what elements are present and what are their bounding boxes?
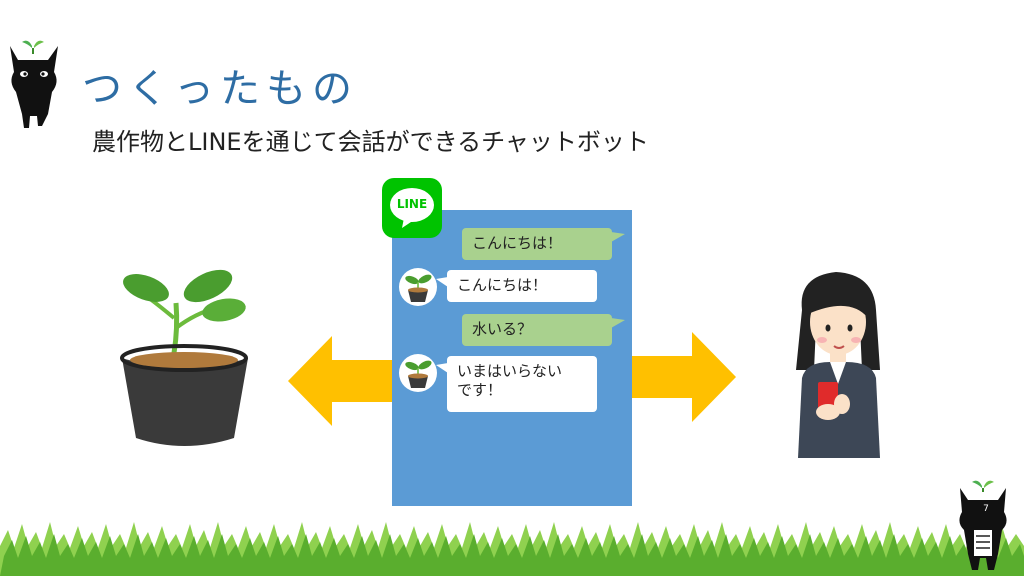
left-arrow-icon bbox=[288, 336, 394, 426]
chat-message-text: 水いる？ bbox=[472, 320, 533, 338]
grass-decoration bbox=[0, 522, 1024, 576]
chat-message-text: こんにちは！ bbox=[472, 234, 563, 252]
page-number: 7 bbox=[983, 504, 989, 514]
line-logo: LINE bbox=[382, 178, 442, 238]
woman-with-phone-icon bbox=[796, 272, 880, 458]
bubble-tail bbox=[611, 318, 625, 328]
mascot-cat-page-icon bbox=[959, 480, 1007, 570]
bubble-tail bbox=[436, 277, 448, 287]
potted-seedling-icon bbox=[405, 360, 432, 388]
line-logo-text: LINE bbox=[396, 197, 428, 211]
bubble-tail bbox=[611, 232, 625, 242]
chat-message-line: です！ bbox=[457, 381, 503, 399]
chat-message-received: いまはいらない です！ bbox=[447, 356, 597, 412]
plant-avatar bbox=[399, 268, 437, 306]
right-arrow-icon bbox=[630, 332, 736, 422]
potted-seedling-icon bbox=[120, 269, 248, 446]
chat-message-sent: 水いる？ bbox=[462, 314, 612, 346]
bubble-tail bbox=[436, 363, 448, 373]
chat-message-line: いまはいらない bbox=[457, 362, 563, 380]
potted-seedling-icon bbox=[405, 274, 432, 302]
slide-subtitle: 農作物とLINEを通じて会話ができるチャットボット bbox=[92, 128, 649, 156]
slide-title: つくったもの bbox=[82, 66, 358, 112]
line-logo-icon bbox=[390, 188, 434, 228]
plant-avatar bbox=[399, 354, 437, 392]
chat-message-sent: こんにちは！ bbox=[462, 228, 612, 260]
chat-message-text: こんにちは！ bbox=[457, 276, 548, 294]
mascot-cat-icon bbox=[10, 40, 58, 128]
chat-message-received: こんにちは！ bbox=[447, 270, 597, 302]
